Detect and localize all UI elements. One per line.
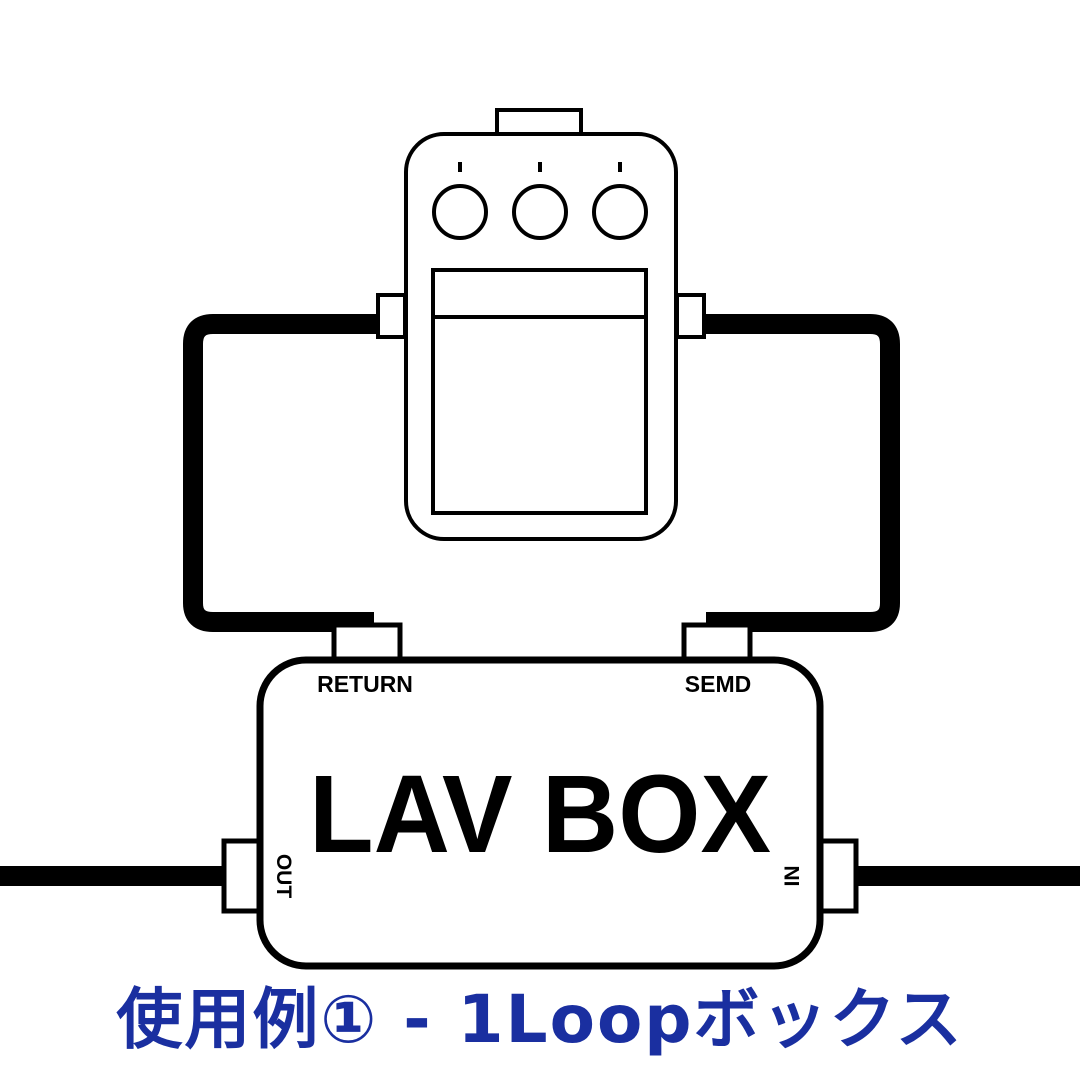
out-label: OUT	[272, 854, 295, 899]
return-cable	[183, 314, 376, 632]
loop-box: RETURN SEMD OUT IN LAV BOX	[221, 622, 859, 970]
return-label: RETURN	[317, 671, 413, 697]
pedal-knob	[592, 184, 648, 240]
pedal-knob	[512, 184, 568, 240]
out-jack	[221, 838, 263, 914]
box-body	[256, 656, 824, 970]
box-title: LAV BOX	[309, 753, 771, 876]
pedal-output-jack	[376, 293, 407, 339]
send-cable	[706, 314, 900, 632]
return-jack	[331, 622, 403, 662]
effect-pedal	[376, 108, 706, 541]
in-jack	[817, 838, 859, 914]
diagram-caption: 使用例① - 1Loopボックス	[116, 981, 964, 1058]
pedal-input-jack	[675, 293, 706, 339]
send-jack	[681, 622, 753, 662]
in-label: IN	[781, 866, 804, 887]
pedal-footswitch	[431, 268, 648, 515]
pedal-knob	[432, 184, 488, 240]
send-label: SEMD	[685, 671, 751, 697]
